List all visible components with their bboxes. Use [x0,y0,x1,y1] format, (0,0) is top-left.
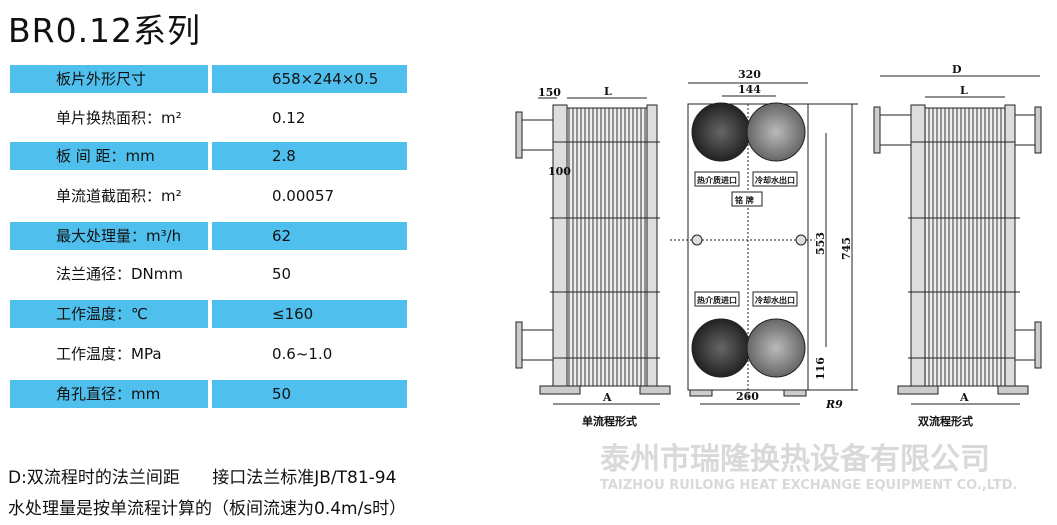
spec-value: 50 [212,380,407,408]
dim-144: 144 [738,83,761,96]
dim-745: 745 [840,237,853,260]
dim-116: 116 [814,357,827,380]
double-pass-side-view [873,75,1042,405]
spec-row: 单片换热面积：m² 0.12 [10,104,407,132]
spec-value: 0.00057 [272,187,335,205]
spec-row: 法兰通径：DNmm 50 [10,260,407,288]
double-pass-caption: 双流程形式 [918,415,973,428]
spec-row: 工作温度：℃≤160 [10,300,407,328]
spec-value: 658×244×0.5 [212,65,407,93]
spec-value: 2.8 [212,142,407,170]
spec-label: 工作温度：℃ [10,300,208,328]
spec-label: 板片外形尺寸 [10,65,208,93]
spec-row: 单流道截面积：m² 0.00057 [10,182,407,210]
spec-label: 单流道截面积：m² [56,187,182,205]
port-labels: 热介质进口 冷却水出口 铭 牌 热介质进口 冷却水出口 [697,175,795,305]
spec-label: 最大处理量：m³/h [10,222,208,250]
spec-row: 工作温度：MPa 0.6~1.0 [10,340,407,368]
hot-medium-inlet-label: 热介质进口 [697,175,737,185]
dim-553: 553 [814,232,827,255]
spec-value: 0.12 [272,109,306,127]
dim-A: A [602,391,612,404]
single-pass-side-view [515,97,671,405]
dim-260: 260 [736,390,759,403]
dimension-labels: 150 L 100 A 320 144 553 745 116 260 R9 D… [538,63,969,411]
hot-medium-inlet-label: 热介质进口 [697,295,737,305]
spec-value: 0.6~1.0 [272,345,333,363]
spec-value: 50 [272,265,292,283]
front-view [670,82,858,405]
spec-label: 角孔直径：mm [10,380,208,408]
spec-value: ≤160 [212,300,407,328]
spec-value: 62 [212,222,407,250]
dim-L2: L [960,84,968,97]
dim-L: L [604,85,612,98]
dim-150: 150 [538,86,561,99]
dim-D: D [952,63,962,76]
spec-label: 板 间 距：mm [10,142,208,170]
page-title: BR0.12系列 [8,11,202,50]
dim-R9: R9 [825,398,843,411]
dim-A2: A [959,391,969,404]
nameplate-label: 铭 牌 [735,195,754,205]
dim-100: 100 [548,165,571,178]
cooling-water-outlet-label: 冷却水出口 [755,175,795,185]
note-line-2: 水处理量是按单流程计算的（板间流速为0.4m/s时） [8,499,407,519]
note-line-1: D:双流程时的法兰间距 接口法兰标准JB/T81-94 [8,468,397,488]
spec-label: 单片换热面积：m² [56,109,182,127]
spec-label: 法兰通径：DNmm [56,265,183,283]
spec-label: 工作温度：MPa [56,345,162,363]
single-pass-caption: 单流程形式 [582,415,637,428]
cooling-water-outlet-label: 冷却水出口 [755,295,795,305]
dim-320: 320 [738,68,761,81]
